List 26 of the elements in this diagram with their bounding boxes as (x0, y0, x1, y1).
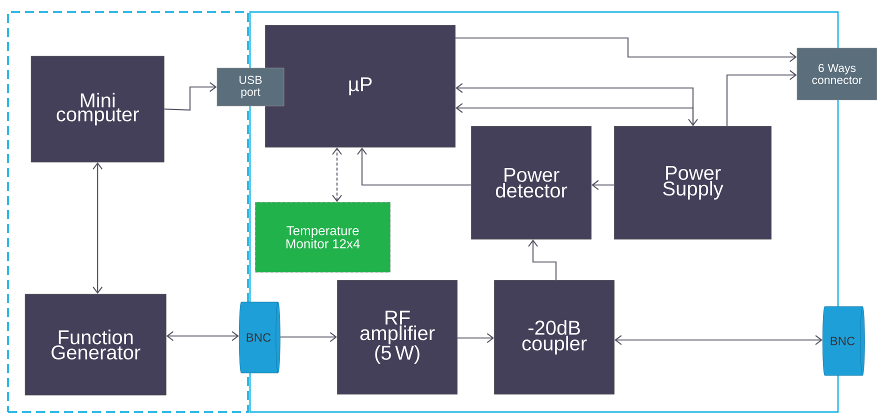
arrow (456, 83, 698, 126)
block-box: Function Generator (24, 294, 166, 396)
arrow (726, 70, 797, 126)
monitor-box: Temperature Monitor 12x4 (255, 202, 390, 272)
block-box: µP (265, 25, 456, 148)
arrow (280, 332, 338, 342)
block-box: -20dB coupler (494, 280, 614, 394)
arrow (592, 180, 614, 190)
connector-box: 6 Ways connector (796, 48, 877, 100)
arrow (166, 331, 239, 341)
arrow (164, 82, 217, 111)
block-box: Mini computer (30, 56, 164, 162)
block-box: RF amplifier (5 W) (337, 280, 458, 394)
bnc-connector: BNC (238, 302, 280, 374)
arrow (614, 335, 822, 345)
arrow (528, 240, 557, 280)
bnc-connector: BNC (822, 306, 865, 376)
arrow (456, 37, 797, 62)
arrow (332, 148, 342, 202)
arrow (456, 103, 694, 126)
connector-box: USB port (216, 68, 284, 106)
block-box: Power detector (471, 126, 592, 240)
arrow (357, 148, 472, 186)
arrow (92, 162, 103, 294)
block-box: Power Supply (614, 126, 772, 240)
arrow (458, 333, 494, 343)
